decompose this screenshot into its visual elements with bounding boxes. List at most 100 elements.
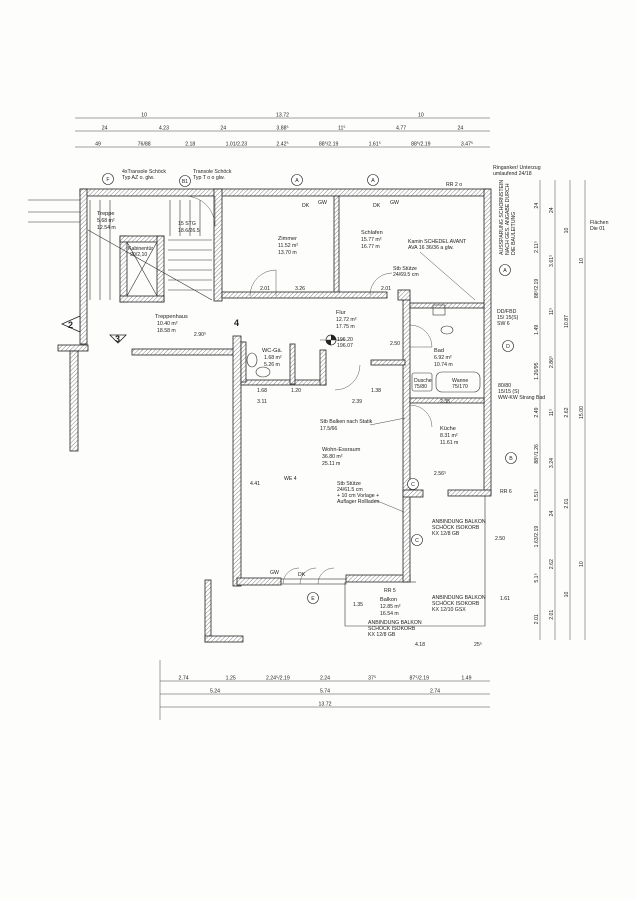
axis-label: F [106,177,109,183]
room-treppe-area: 5.68 m² [97,218,115,224]
dimension-top: 2.18 [185,142,195,148]
dimension-inner: 2.01 [260,286,270,292]
dimension-top: 2.42⁵ [276,142,288,148]
axis-marker-icon [407,478,419,490]
walls [57,188,492,643]
dimension-right: 1.49 [534,325,540,335]
section-4: 4 [234,318,239,328]
axis-label: A [503,268,507,274]
dimension-inner: 3.26 [295,286,305,292]
room-balkon: Balkon [380,597,397,603]
dimension-right: 2.01 [564,498,570,508]
dimension-right: 15.00 [579,406,585,419]
room-treppe: Treppe [97,211,115,217]
dimension-top: 3.88⁵ [276,126,288,132]
rr5-label: RR 5 [384,588,396,594]
dimension-right: 2.62 [549,559,555,569]
dimension-bottom: 5.74 [320,689,330,695]
dimension-inner: 4.41 [250,481,260,487]
axis-marker-icon [179,175,191,187]
dimension-inner: 2.50 [495,536,505,542]
dimension-bottom: 2.24⁵/2.19 [266,676,290,682]
room-flur: Flur [336,310,346,316]
dimension-right: 5.1⁵ [534,573,540,582]
dimension-lines [75,117,586,720]
shower-label: Dusche [414,378,432,384]
unit-label: WE 4 [284,476,297,482]
room-wohn-perimeter: 25.11 m [322,461,340,467]
dimension-top: 13.72 [276,113,289,119]
dimension-inner: 1.68 [257,388,267,394]
dimension-bottom: 2.74 [179,676,189,682]
note-ddfbd: DD/FBD [497,309,517,315]
dimension-inner: 1.20 [291,388,301,394]
axis-label: A [371,178,375,184]
dimension-right: 2.01 [534,614,540,624]
dimension-right: 1.51⁵ [534,489,540,501]
room-bad-perimeter: 10.74 m [434,362,453,368]
dk-label: DK [373,203,381,209]
room-treppenhaus-perimeter: 18.58 m [157,328,176,334]
dimension-bottom: 13.72 [319,702,332,708]
dimension-top: 24 [220,126,226,132]
dimension-inner: 3.11 [257,399,267,405]
dimension-top: 4.23 [159,126,169,132]
gw-label: GW [390,200,399,206]
dimension-right: 10 [579,258,585,264]
dimension-bottom: 87⁵/2.19 [410,676,430,682]
dimension-top: 76/88 [138,142,151,148]
axis-marker-icon [367,174,379,186]
room-balkon-area: 12.85 m² [380,604,401,610]
cabin-door-label: Kabinentür [128,246,153,252]
shower-size: 75/80 [414,384,427,390]
note-anbindung-1-type: SCHÖCK ISOKORB [432,524,480,531]
note-ringanker-size: umlaufend 24/18 [493,171,532,177]
dimension-inner: 1.35 [353,602,363,608]
note-flaechen: Flächen [590,220,609,226]
axis-label: A [295,178,299,184]
axis-label: C [415,538,419,544]
room-wohn: Wohn-Essraum [322,447,361,453]
note-strang: 80/80 [498,383,511,389]
room-wc-area: 1.68 m² [264,355,282,361]
axis-marker-icon [102,173,114,185]
axis-label: C [411,482,415,488]
axis-marker-icon [411,534,423,546]
dimension-bottom: 2.24 [320,676,330,682]
dimension-right: 2.11⁵ [534,241,540,253]
note-stuetze-2-vorlage: + 10 cm Vorlage + [337,493,379,499]
dimension-right: 88⁵/2.19 [534,279,540,299]
note-transole-1: 4xTransole Schöck [122,169,166,175]
dimension-inner: 4.18 [415,642,425,648]
axis-marker-icon [502,340,514,352]
note-stuetze-2-size: 24/61.5 cm [337,487,363,493]
dimension-inner: 25⁵ [474,642,482,648]
dimension-inner: 1.61 [500,596,510,602]
note-kamin: Kamin SCHEDEL AVANT [408,239,467,245]
note-stuetze-1: Stb Stütze [393,266,417,272]
dimension-top: 11⁵ [338,126,346,132]
note-aussparung: AUSSPARUNG SCHORNSTEIN [499,180,505,255]
axis-label: E [311,596,315,602]
note-strang-size: 15/15 (S) [498,389,520,395]
gw-label: GW [318,200,327,206]
axis-label: B [509,456,513,462]
dimension-right: 11⁵ [549,308,555,316]
dimension-right: 2.86⁵ [549,356,555,368]
note-stuetze-2: Stb Stütze [337,481,361,487]
note-anbindung-2: ANBINDUNG BALKON [432,595,486,601]
stairs-ratio: 18.6/26.5 [178,228,200,234]
level-bottom: 196.07 [337,343,353,349]
room-flur-area: 12.72 m² [336,317,357,323]
dimension-top: 88⁵/2.19 [319,142,339,148]
bathtub-size: 75/170 [452,384,468,390]
note-stuetze-2-auflager: Auflager Rollladen [337,499,380,505]
dimension-top: 24 [457,126,463,132]
room-labels: Treppe 5.68 m² 12.54 m 15 STG 18.6/26.5 … [97,211,458,617]
room-wc-perimeter: 5.26 m [264,362,280,368]
bathtub-label: Wanne [452,378,468,384]
note-balken-size: 17.5/66 [320,426,337,432]
note-transole-1-type: Typ AZ o. glw. [122,175,154,181]
